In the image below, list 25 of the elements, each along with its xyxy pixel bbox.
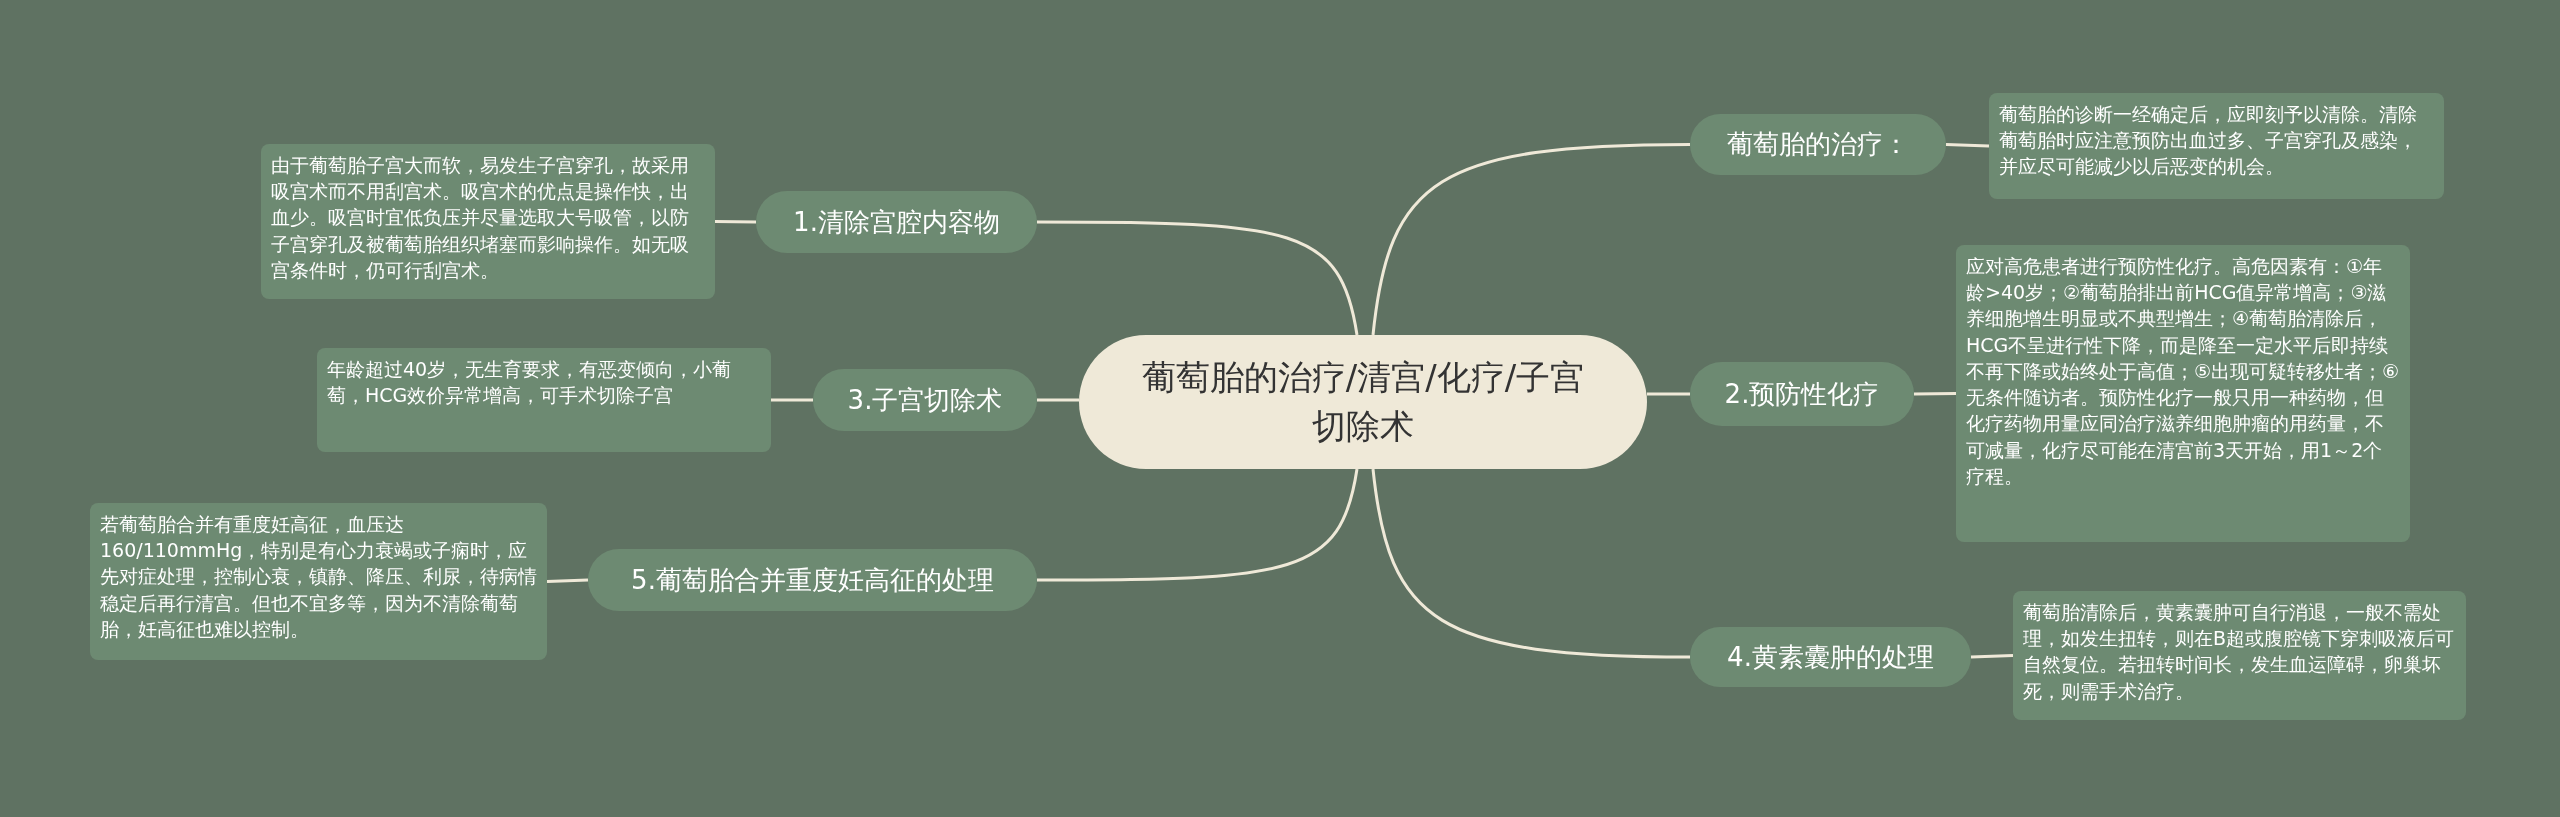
- branch-box: 4.黄素囊肿的处理: [1690, 627, 1971, 687]
- connector-line: [1371, 468, 1691, 659]
- branch-box: 5.葡萄胎合并重度妊高征的处理: [588, 549, 1037, 611]
- note-box: 应对高危患者进行预防性化疗。高危因素有：①年龄>40岁；②葡萄胎排出前HCG值异常增高；③滋养细胞增生明显或不典型增生；④葡萄胎清除后，HCG不呈进行性下降，而是降至一定水平后即持续不再下降或始终处于高值；⑤出现可疑转移灶者；⑥无条件随访者。预防性化疗一般只用一种药物，但化疗药物用量应同治疗滋养细胞肿瘤的用药量，不可减量，化疗尽可能在清宫前3天开始，用1～2个疗程。: [1956, 245, 2410, 542]
- connector-line: [1371, 143, 1690, 336]
- connector-line: [546, 578, 589, 583]
- topic-box: 葡萄胎的治疗/清宫/化疗/子宫切除术: [1079, 335, 1647, 469]
- note-box: 由于葡萄胎子宫大而软，易发生子宫穿孔，故采用吸宫术而不用刮宫术。吸宫术的优点是操作快，出血少。吸宫时宜低负压并尽量选取大号吸管，以防子宫穿孔及被葡萄胎组织堵塞而影响操作。如无吸宫条件时，仍可行刮宫术。: [261, 144, 715, 299]
- connector-line: [771, 398, 813, 402]
- connector-line: [1037, 468, 1359, 582]
- connector-line: [1970, 654, 2014, 659]
- note-box: 葡萄胎清除后，黄素囊肿可自行消退，一般不需处理，如发生扭转，则在B超或腹腔镜下穿刺吸液后可自然复位。若扭转时间长，发生血运障碍，卵巢坏死，则需手术治疗。: [2013, 591, 2466, 720]
- branch-box: 1.清除宫腔内容物: [756, 191, 1037, 253]
- branch-box: 3.子宫切除术: [813, 369, 1037, 431]
- connector-line: [714, 220, 757, 224]
- connector-line: [1037, 220, 1359, 336]
- branch-box: 葡萄胎的治疗：: [1690, 114, 1946, 175]
- branch-box: 2.预防性化疗: [1690, 362, 1914, 426]
- note-box: 若葡萄胎合并有重度妊高征，血压达160/110mmHg，特别是有心力衰竭或子痫时，应先对症处理，控制心衰，镇静、降压、利尿，待病情稳定后再行清宫。但也不宜多等，因为不清除葡萄胎，妊高征也难以控制。: [90, 503, 547, 660]
- note-box: 年龄超过40岁，无生育要求，有恶变倾向，小葡萄，HCG效价异常增高，可手术切除子宫: [317, 348, 771, 452]
- connector-line: [1914, 392, 1956, 396]
- connector-line: [1037, 398, 1079, 402]
- connector-line: [1647, 392, 1690, 396]
- note-box: 葡萄胎的诊断一经确定后，应即刻予以清除。清除葡萄胎时应注意预防出血过多、子宫穿孔及感染，并应尽可能减少以后恶变的机会。: [1989, 93, 2444, 199]
- connector-line: [1945, 143, 1990, 148]
